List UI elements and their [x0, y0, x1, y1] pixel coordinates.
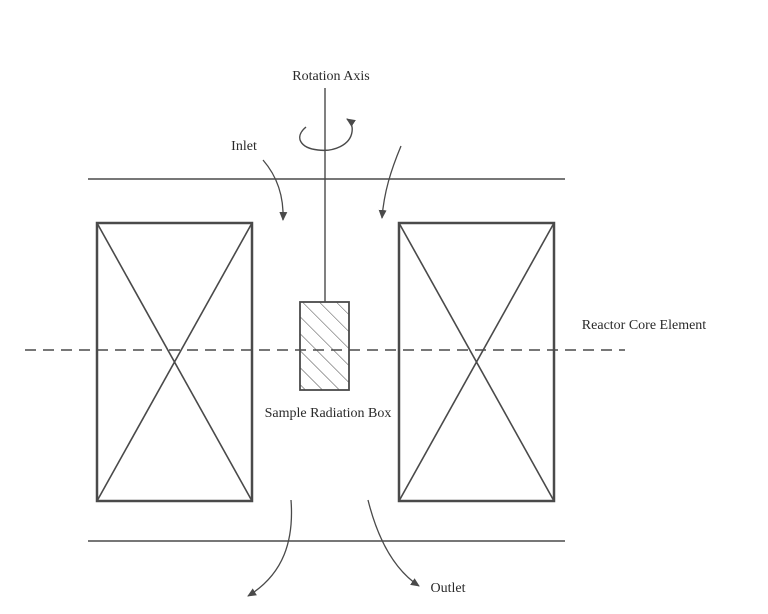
outlet-arrow-left: [247, 499, 293, 597]
inlet-arrow-right: [378, 145, 402, 219]
inlet-label: Inlet: [231, 139, 257, 154]
right-core-element: [397, 221, 556, 503]
rotation-axis-label: Rotation Axis: [292, 69, 369, 84]
outlet-arrow-right: [367, 499, 420, 587]
inlet-arrow-left: [262, 159, 288, 221]
sample-radiation-box: [299, 301, 350, 391]
sample-radiation-box-label: Sample Radiation Box: [265, 406, 392, 421]
outlet-label: Outlet: [431, 581, 466, 596]
left-core-element: [95, 221, 254, 503]
rotation-arrow: [299, 118, 356, 152]
reactor-core-element-label: Reactor Core Element: [582, 318, 707, 333]
